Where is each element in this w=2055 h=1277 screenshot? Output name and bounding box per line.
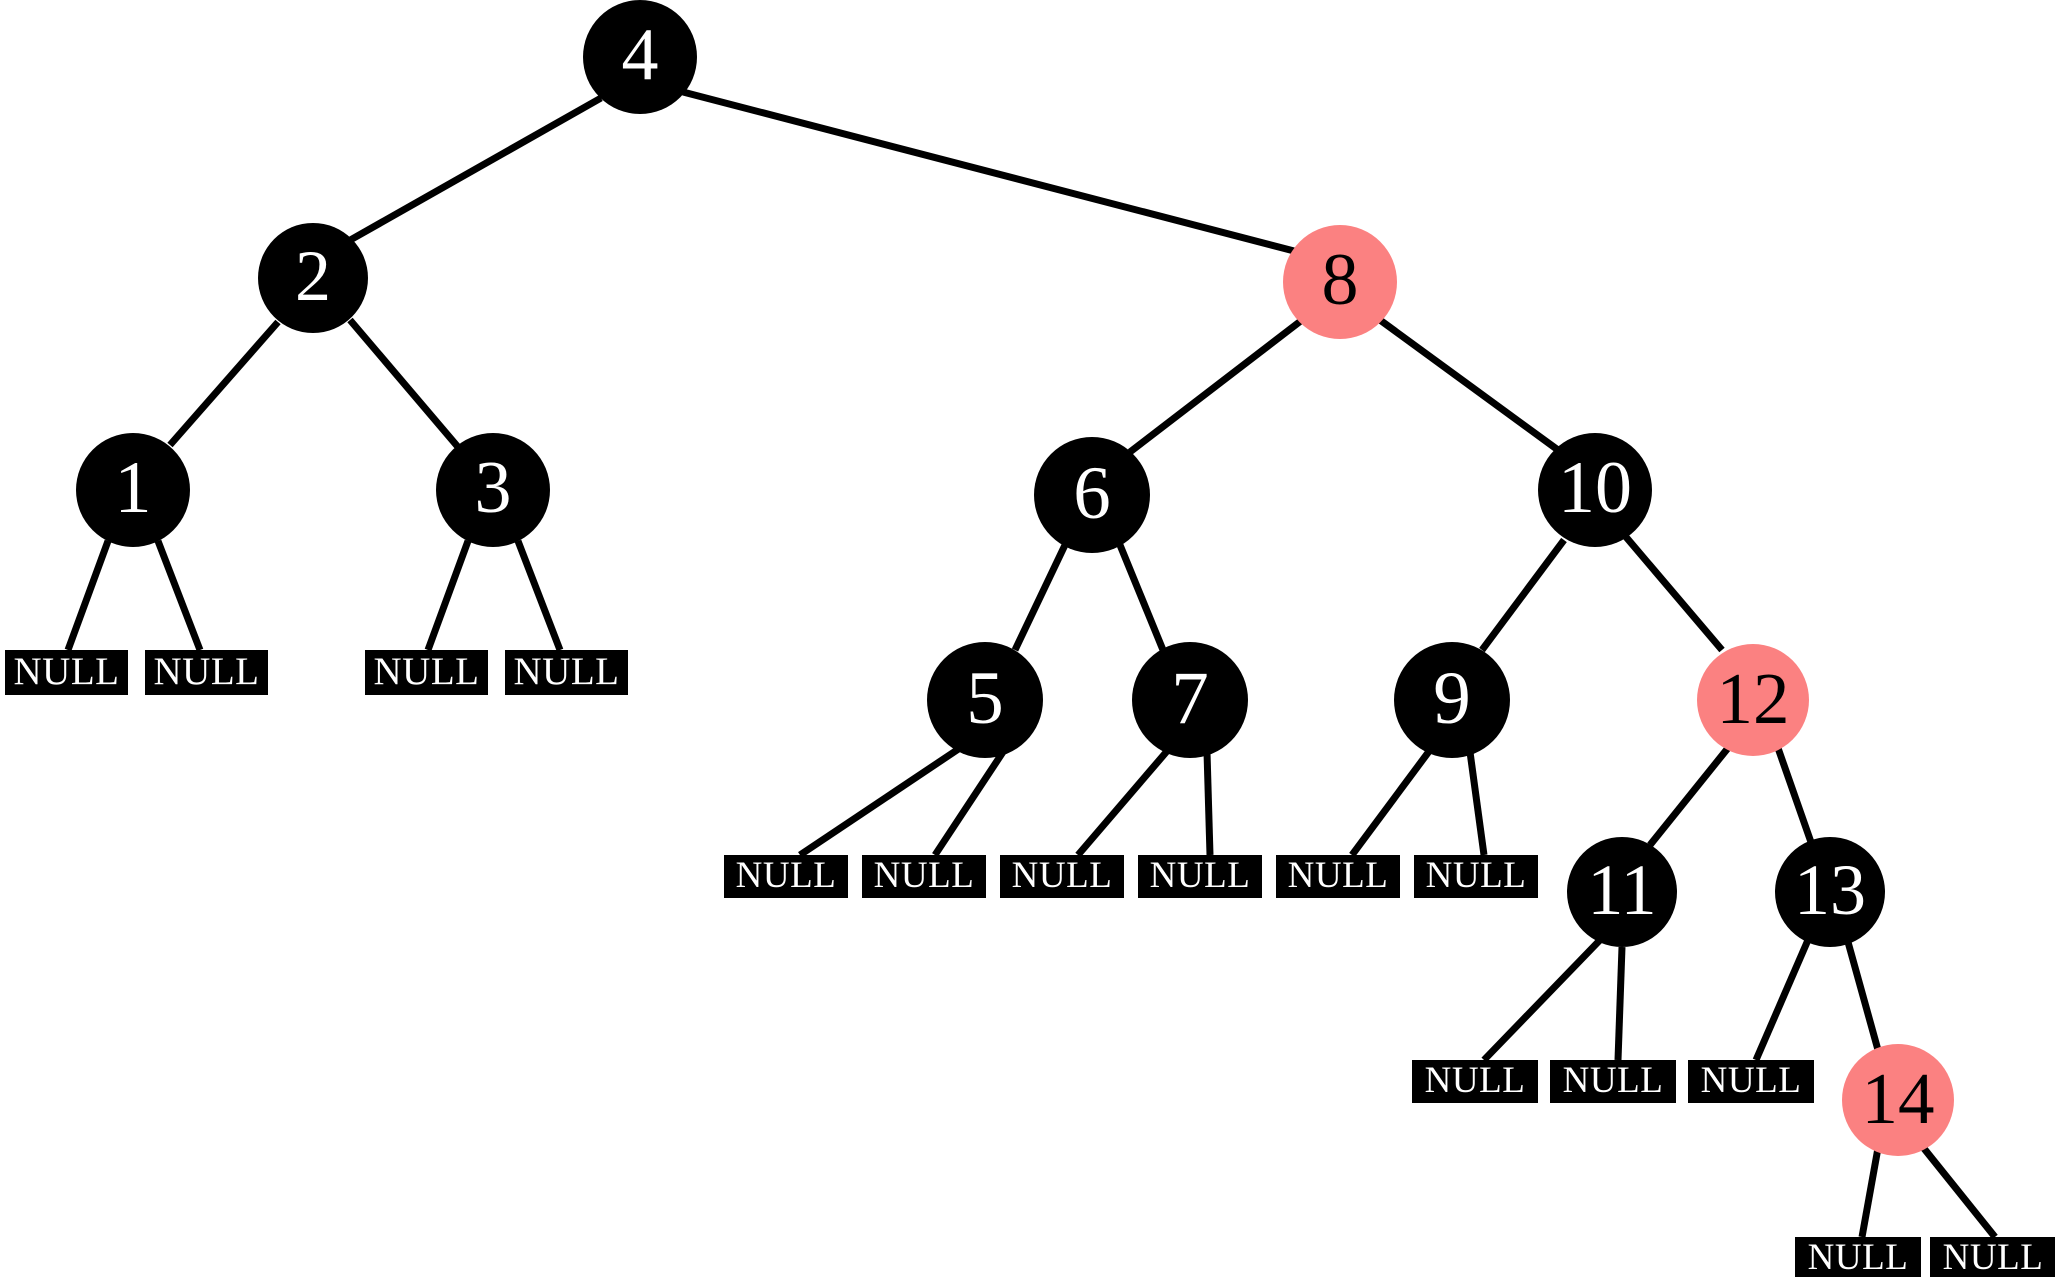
tree-edge (1011, 543, 1069, 652)
tree-edge (1349, 747, 1433, 858)
tree-node-label: 6 (1073, 451, 1111, 535)
null-leaf-box: NULL (1414, 855, 1538, 898)
tree-edge (1203, 751, 1214, 856)
tree-node-label: 2 (295, 236, 331, 316)
tree-edge (1377, 317, 1561, 453)
tree-node-12[interactable]: 12 (1697, 644, 1809, 756)
tree-node-14[interactable]: 14 (1842, 1044, 1954, 1156)
null-leaf-box: NULL (1688, 1060, 1814, 1103)
tree-edge (514, 539, 564, 652)
tree-edge (1858, 1147, 1882, 1238)
null-leaf-box: NULL (5, 650, 128, 695)
null-leaf-box: NULL (862, 855, 986, 898)
null-leaf-label: NULL (373, 650, 480, 693)
null-leaf-label: NULL (1942, 1237, 2044, 1277)
tree-edge (1479, 537, 1567, 653)
tree-node-label: 4 (621, 14, 659, 96)
null-leaf-label: NULL (153, 650, 260, 693)
tree-node-label: 13 (1794, 850, 1866, 930)
tree-node-label: 11 (1587, 850, 1657, 930)
null-leaf-box: NULL (145, 650, 268, 695)
tree-node-10[interactable]: 10 (1538, 433, 1652, 547)
tree-edge (64, 539, 112, 652)
tree-edge (1752, 938, 1812, 1062)
tree-edge (1466, 751, 1488, 856)
tree-edge (167, 319, 281, 448)
tree-edge (1919, 1143, 1998, 1240)
null-leaf-label: NULL (1424, 1060, 1526, 1101)
tree-node-label: 1 (114, 447, 152, 529)
tree-node-6[interactable]: 6 (1034, 437, 1150, 553)
tree-edge (1647, 745, 1731, 848)
tree-node-label: 7 (1171, 656, 1209, 740)
tree-edge (798, 745, 962, 858)
tree-edge (932, 750, 1006, 857)
tree-node-7[interactable]: 7 (1132, 642, 1248, 758)
null-leaf-label: NULL (1700, 1060, 1802, 1101)
null-leaf-label: NULL (1807, 1237, 1909, 1277)
null-leaf-box: NULL (1276, 855, 1400, 898)
tree-node-label: 9 (1433, 656, 1471, 740)
null-leaf-box: NULL (365, 650, 488, 695)
null-leaf-box: NULL (1550, 1060, 1676, 1103)
tree-node-label: 14 (1861, 1057, 1935, 1139)
tree-edge (1481, 937, 1603, 1063)
tree-node-9[interactable]: 9 (1394, 642, 1510, 758)
tree-edge (1623, 534, 1725, 653)
tree-node-label: 5 (966, 656, 1004, 740)
tree-node-8[interactable]: 8 (1283, 225, 1397, 339)
null-leaf-label: NULL (1011, 855, 1113, 896)
null-leaf-box: NULL (1930, 1237, 2055, 1277)
tree-node-13[interactable]: 13 (1775, 837, 1885, 947)
null-leaf-label: NULL (1287, 855, 1389, 896)
tree-node-2[interactable]: 2 (258, 223, 368, 333)
tree-node-label: 3 (474, 447, 512, 529)
null-leaf-label: NULL (13, 650, 120, 693)
tree-node-label: 8 (1321, 239, 1359, 321)
tree-edge (682, 88, 1299, 256)
tree-node-4[interactable]: 4 (583, 0, 697, 114)
null-leaf-label: NULL (873, 855, 975, 896)
tree-edge (1844, 941, 1882, 1051)
tree-edge (424, 539, 472, 652)
tree-node-5[interactable]: 5 (927, 642, 1043, 758)
tree-node-1[interactable]: 1 (76, 433, 190, 547)
tree-edge (154, 539, 204, 652)
tree-edge (1116, 543, 1167, 652)
tree-edge (343, 94, 603, 247)
null-leaf-label: NULL (513, 650, 620, 693)
tree-edge (1075, 747, 1171, 858)
tree-edge (1614, 946, 1626, 1061)
null-leaf-box: NULL (1000, 855, 1124, 898)
null-leaf-label: NULL (1149, 855, 1251, 896)
null-leaf-label: NULL (735, 855, 837, 896)
null-leaf-box: NULL (1412, 1060, 1538, 1103)
tree-edge (1127, 317, 1305, 455)
null-leaf-box: NULL (1795, 1237, 1921, 1277)
tree-edge (1774, 746, 1816, 847)
null-leaf-box: NULL (724, 855, 848, 898)
tree-node-3[interactable]: 3 (436, 433, 550, 547)
tree-node-label: 12 (1716, 657, 1790, 739)
null-leaf-box: NULL (1138, 855, 1262, 898)
tree-node-label: 10 (1558, 447, 1632, 529)
null-leaf-label: NULL (1425, 855, 1527, 896)
tree-edge (347, 317, 461, 450)
tree-node-11[interactable]: 11 (1567, 837, 1677, 947)
null-leaf-label: NULL (1562, 1060, 1664, 1101)
null-leaf-box: NULL (505, 650, 628, 695)
